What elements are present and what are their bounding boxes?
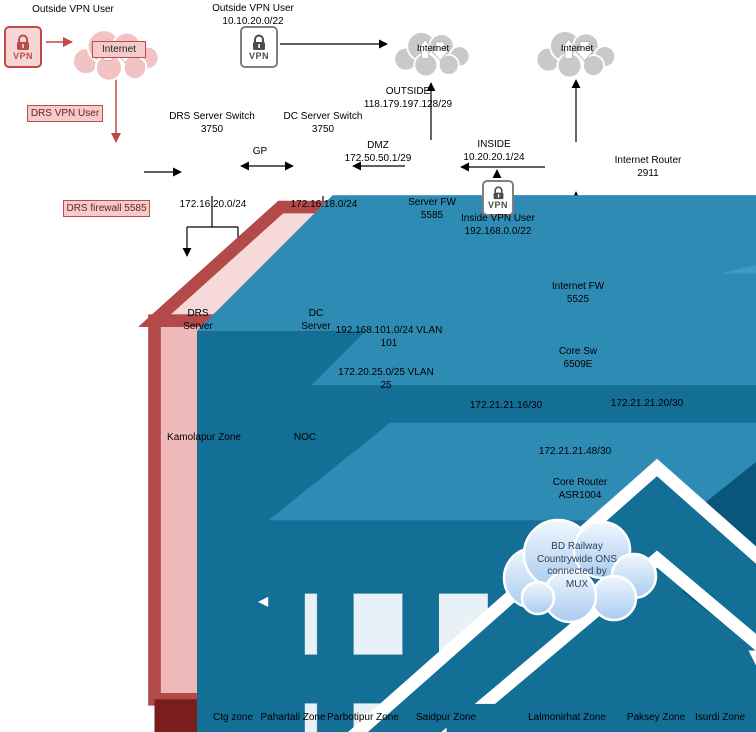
lock-icon: [493, 186, 503, 200]
internet-cloud-mid-icon[interactable]: [394, 32, 469, 76]
internet-cloud-left-label: Internet: [92, 41, 146, 58]
internet-cloud-right-icon[interactable]: [537, 31, 616, 78]
vpn-badge: VPN: [248, 50, 269, 61]
vpn-badge: VPN: [487, 200, 508, 210]
wan-cloud-icon[interactable]: [502, 518, 658, 624]
vpn-badge: VPN: [12, 50, 33, 61]
drs-firewall-label: DRS firewall 5585: [63, 200, 150, 217]
lock-icon: [253, 34, 265, 50]
inside-vpn-user-icon[interactable]: VPN: [482, 180, 514, 216]
lock-icon: [17, 34, 29, 50]
outside-vpn-user-top-icon[interactable]: VPN: [240, 26, 278, 68]
outside-vpn-user-left-icon[interactable]: VPN: [4, 26, 42, 68]
drs-vpn-user-label: DRS VPN User: [27, 105, 103, 122]
